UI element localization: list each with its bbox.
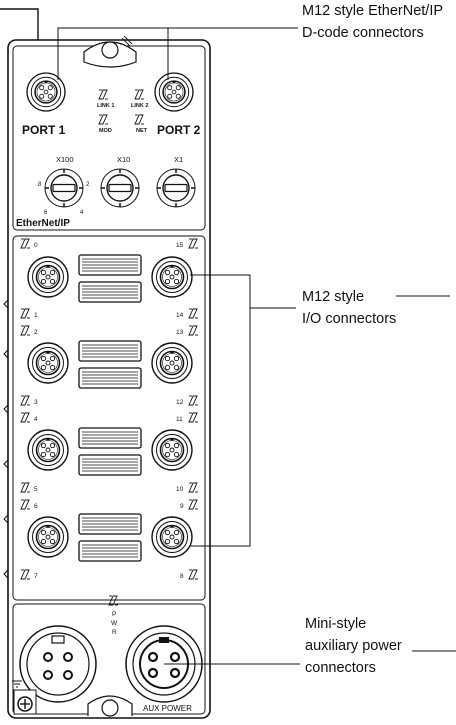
power-callout-line2: auxiliary power — [305, 638, 402, 654]
dial-tick-6: 6 — [44, 210, 48, 216]
io-label-4: 4 — [34, 416, 38, 423]
io-label-0: 0 — [34, 242, 38, 249]
switch-x10-label: X10 — [117, 155, 130, 164]
ethernet-callout-line1: M12 style EtherNet/IP — [302, 3, 444, 19]
mod-label: MOD — [99, 128, 112, 134]
link2-label: LINK 2 — [131, 103, 148, 109]
io-callout-line2: I/O connectors — [302, 311, 397, 327]
dial-tick-4: 4 — [80, 210, 84, 216]
ethernet-callout-leader-1 — [57, 27, 298, 80]
mount-screw-icon — [121, 35, 133, 47]
link1-label: LINK 1 — [97, 103, 114, 109]
io-connector-right-4-icon — [151, 516, 193, 558]
io-label-14: 14 — [176, 312, 184, 319]
port1-connector-icon — [26, 72, 66, 112]
io-connector-left-1-icon — [27, 256, 69, 298]
io-label-9: 9 — [180, 503, 184, 510]
side-notches — [3, 299, 9, 579]
power-callout-line3: connectors — [305, 660, 376, 676]
ethernet-callout-line2: D-code connectors — [302, 25, 424, 41]
io-label-1: 1 — [34, 312, 38, 319]
pwr-letter-w: W — [111, 620, 118, 627]
io-label-15: 15 — [176, 242, 184, 249]
net-label: NET — [136, 128, 148, 134]
dial-tick-8: 8 — [38, 182, 42, 188]
io-label-13: 13 — [176, 329, 184, 336]
io-connector-left-3-icon — [27, 429, 69, 471]
brand-label: EtherNet/IP — [16, 218, 70, 229]
io-connector-left-2-icon — [27, 342, 69, 384]
io-label-10: 10 — [176, 486, 184, 493]
io-connector-left-4-icon — [27, 516, 69, 558]
pwr-letter-r: R — [112, 629, 117, 636]
io-connector-right-3-icon — [151, 429, 193, 471]
io-label-2: 2 — [34, 329, 38, 336]
io-callout-line1: M12 style — [302, 289, 365, 305]
rotary-switch-x10-icon[interactable] — [100, 168, 140, 208]
io-callout: M12 style I/O connectors — [302, 286, 396, 330]
power-callout: Mini-style auxiliary power connectors — [305, 613, 402, 679]
io-label-5: 5 — [34, 486, 38, 493]
pwr-letter-p: P — [112, 611, 116, 618]
power-in-connector-icon — [19, 625, 97, 703]
aux-power-label: AUX POWER — [143, 704, 192, 713]
io-panel — [12, 235, 206, 601]
io-label-11: 11 — [176, 416, 183, 423]
io-callout-bracket — [190, 274, 251, 547]
rotary-switch-x100-icon[interactable] — [44, 168, 84, 208]
top-mount-hole — [101, 41, 119, 59]
rotary-switch-x1-icon[interactable] — [156, 168, 196, 208]
io-connector-right-1-icon — [151, 256, 193, 298]
bottom-mount-hole — [101, 699, 119, 717]
io-connector-right-2-icon — [151, 342, 193, 384]
dial-tick-2: 2 — [86, 182, 90, 188]
power-callout-line1: Mini-style — [305, 616, 367, 632]
io-label-3: 3 — [34, 399, 38, 406]
io-label-12: 12 — [176, 399, 184, 406]
io-label-6: 6 — [34, 503, 38, 510]
ethernet-leader-line — [0, 8, 39, 46]
switch-x100-label: X100 — [56, 155, 74, 164]
port1-label: PORT 1 — [22, 123, 66, 137]
switch-x1-label: X1 — [174, 155, 183, 164]
ground-screw-icon — [12, 680, 37, 715]
io-label-8: 8 — [180, 573, 184, 580]
port2-label: PORT 2 — [157, 123, 201, 137]
ethernet-callout: M12 style EtherNet/IP D-code connectors — [302, 0, 443, 44]
io-label-7: 7 — [34, 573, 38, 580]
port2-connector-icon — [154, 72, 194, 112]
